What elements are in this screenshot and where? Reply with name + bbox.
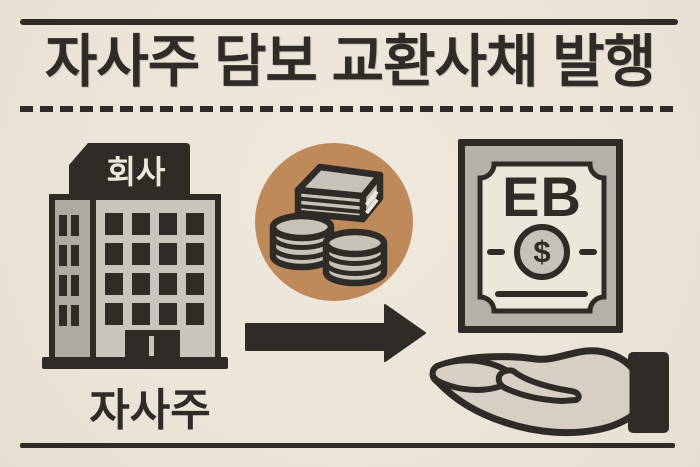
door-gap [149, 336, 154, 356]
receiving-hand-icon [429, 347, 669, 437]
tower-windows [59, 215, 79, 326]
top-rule [20, 19, 678, 25]
seal-dash-right [579, 249, 597, 255]
money-coins-icon [255, 143, 413, 301]
sleeve-cuff [628, 352, 669, 433]
page-title: 자사주 담보 교환사채 발행 [44, 30, 656, 94]
dashed-divider [20, 106, 678, 112]
dollar-seal-icon: $ [514, 224, 570, 280]
treasury-stock-caption: 자사주 [89, 386, 211, 435]
company-building-icon: 회사 [42, 143, 228, 369]
index-finger [495, 367, 582, 404]
coin-stack-right [322, 228, 388, 287]
bill-stack-layers [297, 196, 364, 214]
bottom-rule [20, 443, 675, 448]
dollar-symbol: $ [533, 234, 551, 269]
rooftop-sign-label: 회사 [107, 154, 166, 190]
main-windows [105, 213, 204, 325]
coin-stack-left [269, 212, 335, 271]
arrow-right-icon [245, 304, 426, 362]
signature-line [495, 291, 588, 297]
rooftop-sign [69, 143, 190, 197]
bill-stack-edges [364, 190, 379, 215]
building-base [42, 357, 228, 369]
arrow-shape [245, 304, 426, 362]
seal-dash-left [487, 249, 505, 255]
eb-label: EB [502, 165, 582, 228]
